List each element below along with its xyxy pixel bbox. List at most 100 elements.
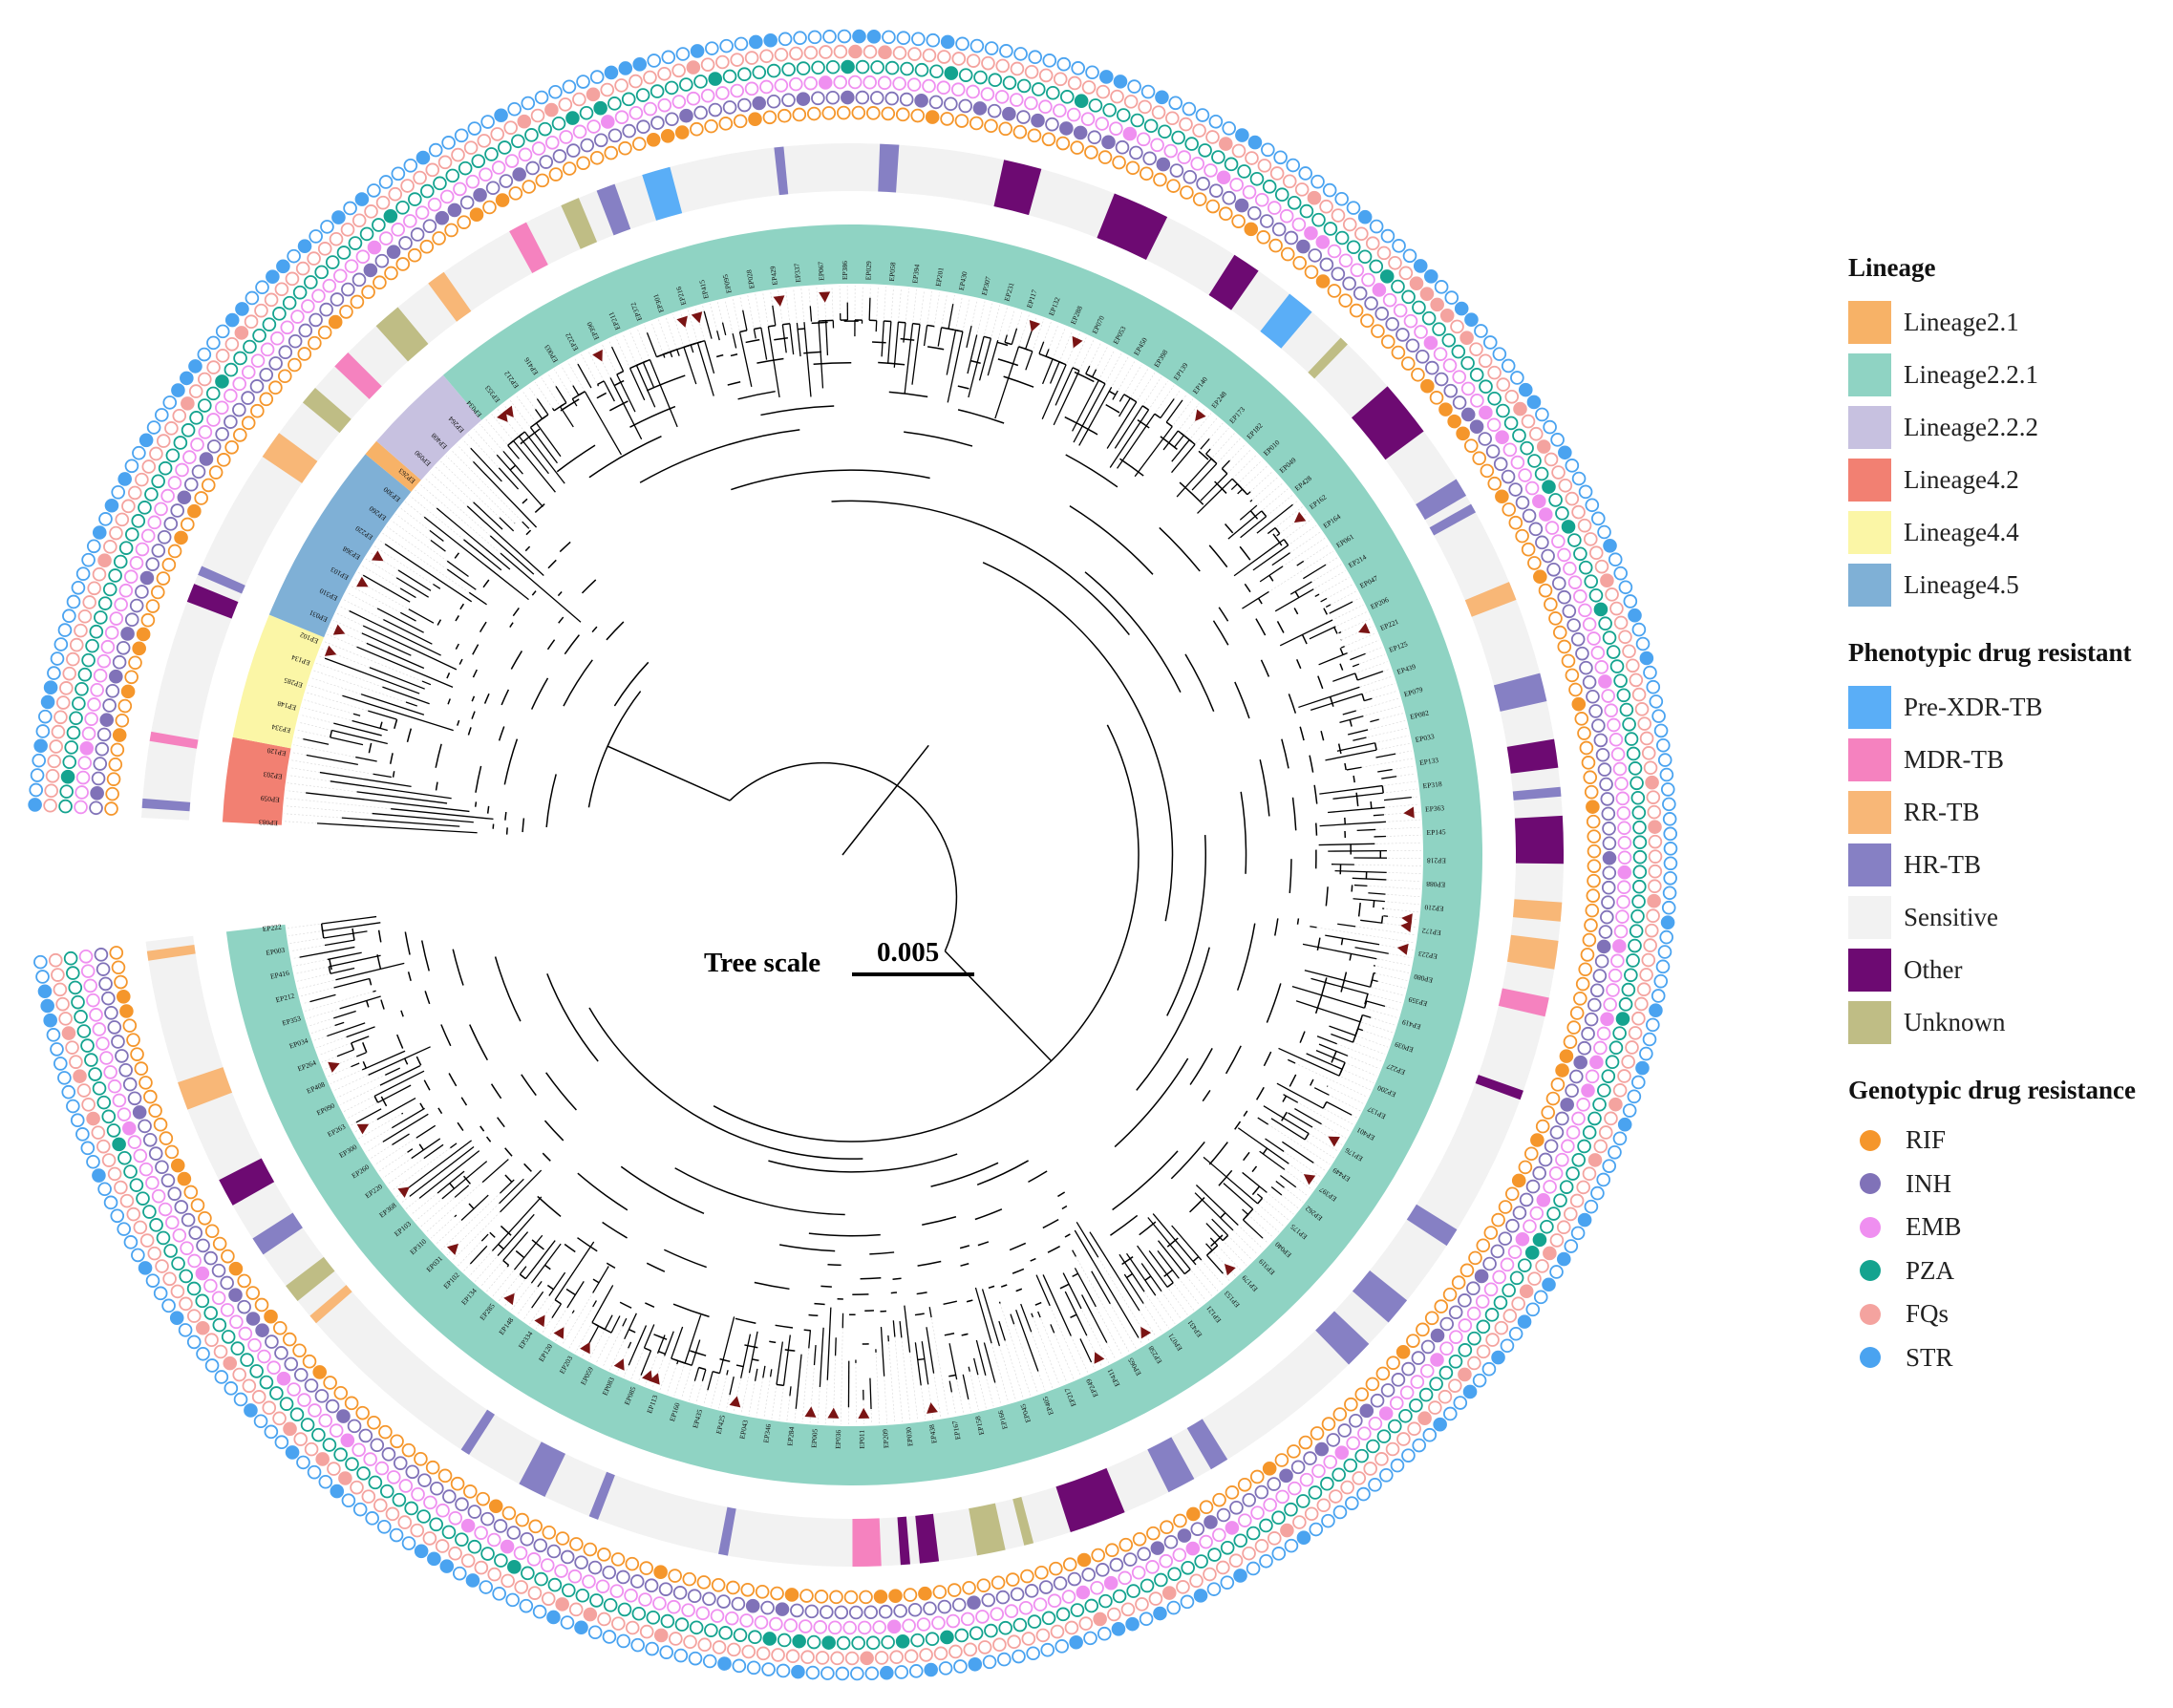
leaf-branch: [772, 305, 777, 326]
rif-dot: [1548, 611, 1563, 626]
leaf-branch: [1191, 462, 1218, 491]
leaf-branch: [1209, 1237, 1219, 1247]
tip-guide: [1010, 1313, 1038, 1394]
leaf-branch: [789, 1386, 792, 1397]
emb-dot: [1038, 99, 1053, 115]
str-dot: [309, 229, 323, 244]
internal-branch: [321, 927, 325, 939]
inh-dot: [1584, 1012, 1599, 1027]
pza-dot: [1207, 1548, 1222, 1562]
leaf-branch: [1162, 430, 1179, 451]
tip-guide: [629, 331, 654, 388]
inh-dot: [206, 439, 222, 454]
tip-label: EP036: [834, 1430, 842, 1449]
str-dot: [32, 753, 47, 768]
str-dot: [465, 1573, 480, 1588]
emb-dot: [1500, 1257, 1515, 1272]
internal-branch: [774, 336, 788, 341]
internal-branch: [1074, 371, 1095, 383]
phenotype-block: [334, 352, 382, 399]
emb-dot: [80, 964, 96, 978]
rif-dot: [1559, 1049, 1574, 1063]
lineage-swatch: [1848, 301, 1891, 344]
leaf-branch: [603, 380, 615, 402]
tip-guide: [574, 357, 579, 365]
leaf-branch: [1325, 604, 1331, 608]
rif-dot: [1411, 367, 1425, 382]
emb-dot: [1033, 1597, 1048, 1612]
leaf-branch: [463, 539, 502, 571]
str-dot: [1492, 347, 1507, 361]
inh-dot: [142, 1132, 158, 1147]
tip-guide: [446, 1179, 524, 1255]
internal-branch: [996, 341, 1009, 347]
emb-dot: [367, 240, 382, 255]
internal-branch: [1363, 1000, 1368, 1009]
emb-dot: [1589, 1055, 1604, 1070]
pza-dot: [1629, 924, 1644, 938]
tip-guide: [1396, 773, 1416, 778]
leaf-branch: [1233, 539, 1285, 577]
rif-dot: [1146, 1526, 1161, 1541]
fqs-dot: [530, 108, 545, 123]
tip-guide: [1242, 1208, 1274, 1238]
inh-dot: [775, 1602, 790, 1616]
str-dot: [1584, 1199, 1599, 1214]
rif-dot: [528, 1519, 543, 1534]
fqs-dot: [889, 1650, 904, 1665]
rif-dot: [548, 167, 564, 181]
rif-dot: [373, 275, 387, 290]
rif-dot: [183, 1185, 199, 1200]
inh-dot: [1591, 718, 1606, 733]
leaf-branch: [1336, 742, 1375, 752]
tip-guide: [1091, 1361, 1096, 1371]
leaf-branch: [994, 346, 1020, 419]
internal-branch: [966, 1299, 973, 1303]
inh-dot: [928, 95, 944, 110]
genotype-legend-item: RIF: [1848, 1119, 2173, 1163]
pza-dot: [1331, 1467, 1346, 1483]
inh-dot: [1260, 214, 1274, 228]
emb-dot: [1545, 521, 1560, 535]
phenotype-block: [718, 1506, 736, 1556]
leaf-branch: [351, 1062, 360, 1068]
internal-branch: [890, 1292, 898, 1294]
inh-dot: [565, 143, 581, 158]
pza-dot: [621, 92, 636, 107]
inh-dot: [1601, 806, 1616, 822]
tip-guide: [415, 489, 437, 509]
phenotype-legend-item: HR-TB: [1848, 839, 2173, 891]
emb-dot: [238, 1326, 253, 1341]
rif-dot: [1498, 1200, 1513, 1214]
tip-guide: [333, 1046, 431, 1092]
str-dot: [1040, 1642, 1055, 1657]
rif-dot: [1097, 150, 1113, 164]
fqs-dot: [1634, 702, 1650, 716]
internal-branch: [808, 1313, 819, 1317]
pza-dot: [693, 75, 708, 89]
pza-dot: [925, 1632, 940, 1647]
leaf-branch: [1203, 1156, 1259, 1205]
lineage-legend-item: Lineage2.2.2: [1848, 401, 2173, 454]
internal-branch: [394, 718, 398, 730]
rif-dot: [954, 114, 969, 128]
branch-marker: [324, 645, 337, 656]
tip-guide: [1043, 321, 1052, 342]
leaf-branch: [628, 1341, 632, 1349]
tip-guide: [968, 1398, 971, 1412]
phenotype-block: [774, 146, 789, 196]
phenotype-block: [1475, 1075, 1523, 1100]
internal-branch: [1276, 621, 1285, 633]
inh-dot: [330, 292, 345, 307]
pza-dot: [60, 769, 75, 784]
emb-dot: [391, 223, 405, 237]
emb-dot: [344, 259, 359, 273]
rif-dot: [105, 786, 119, 801]
emb-dot: [715, 86, 730, 100]
tip-guide: [1089, 342, 1101, 367]
str-dot: [33, 738, 48, 754]
leaf-branch: [1270, 1185, 1283, 1196]
internal-branch: [1239, 545, 1251, 561]
rif-dot: [1568, 682, 1583, 697]
internal-branch: [1301, 634, 1308, 645]
